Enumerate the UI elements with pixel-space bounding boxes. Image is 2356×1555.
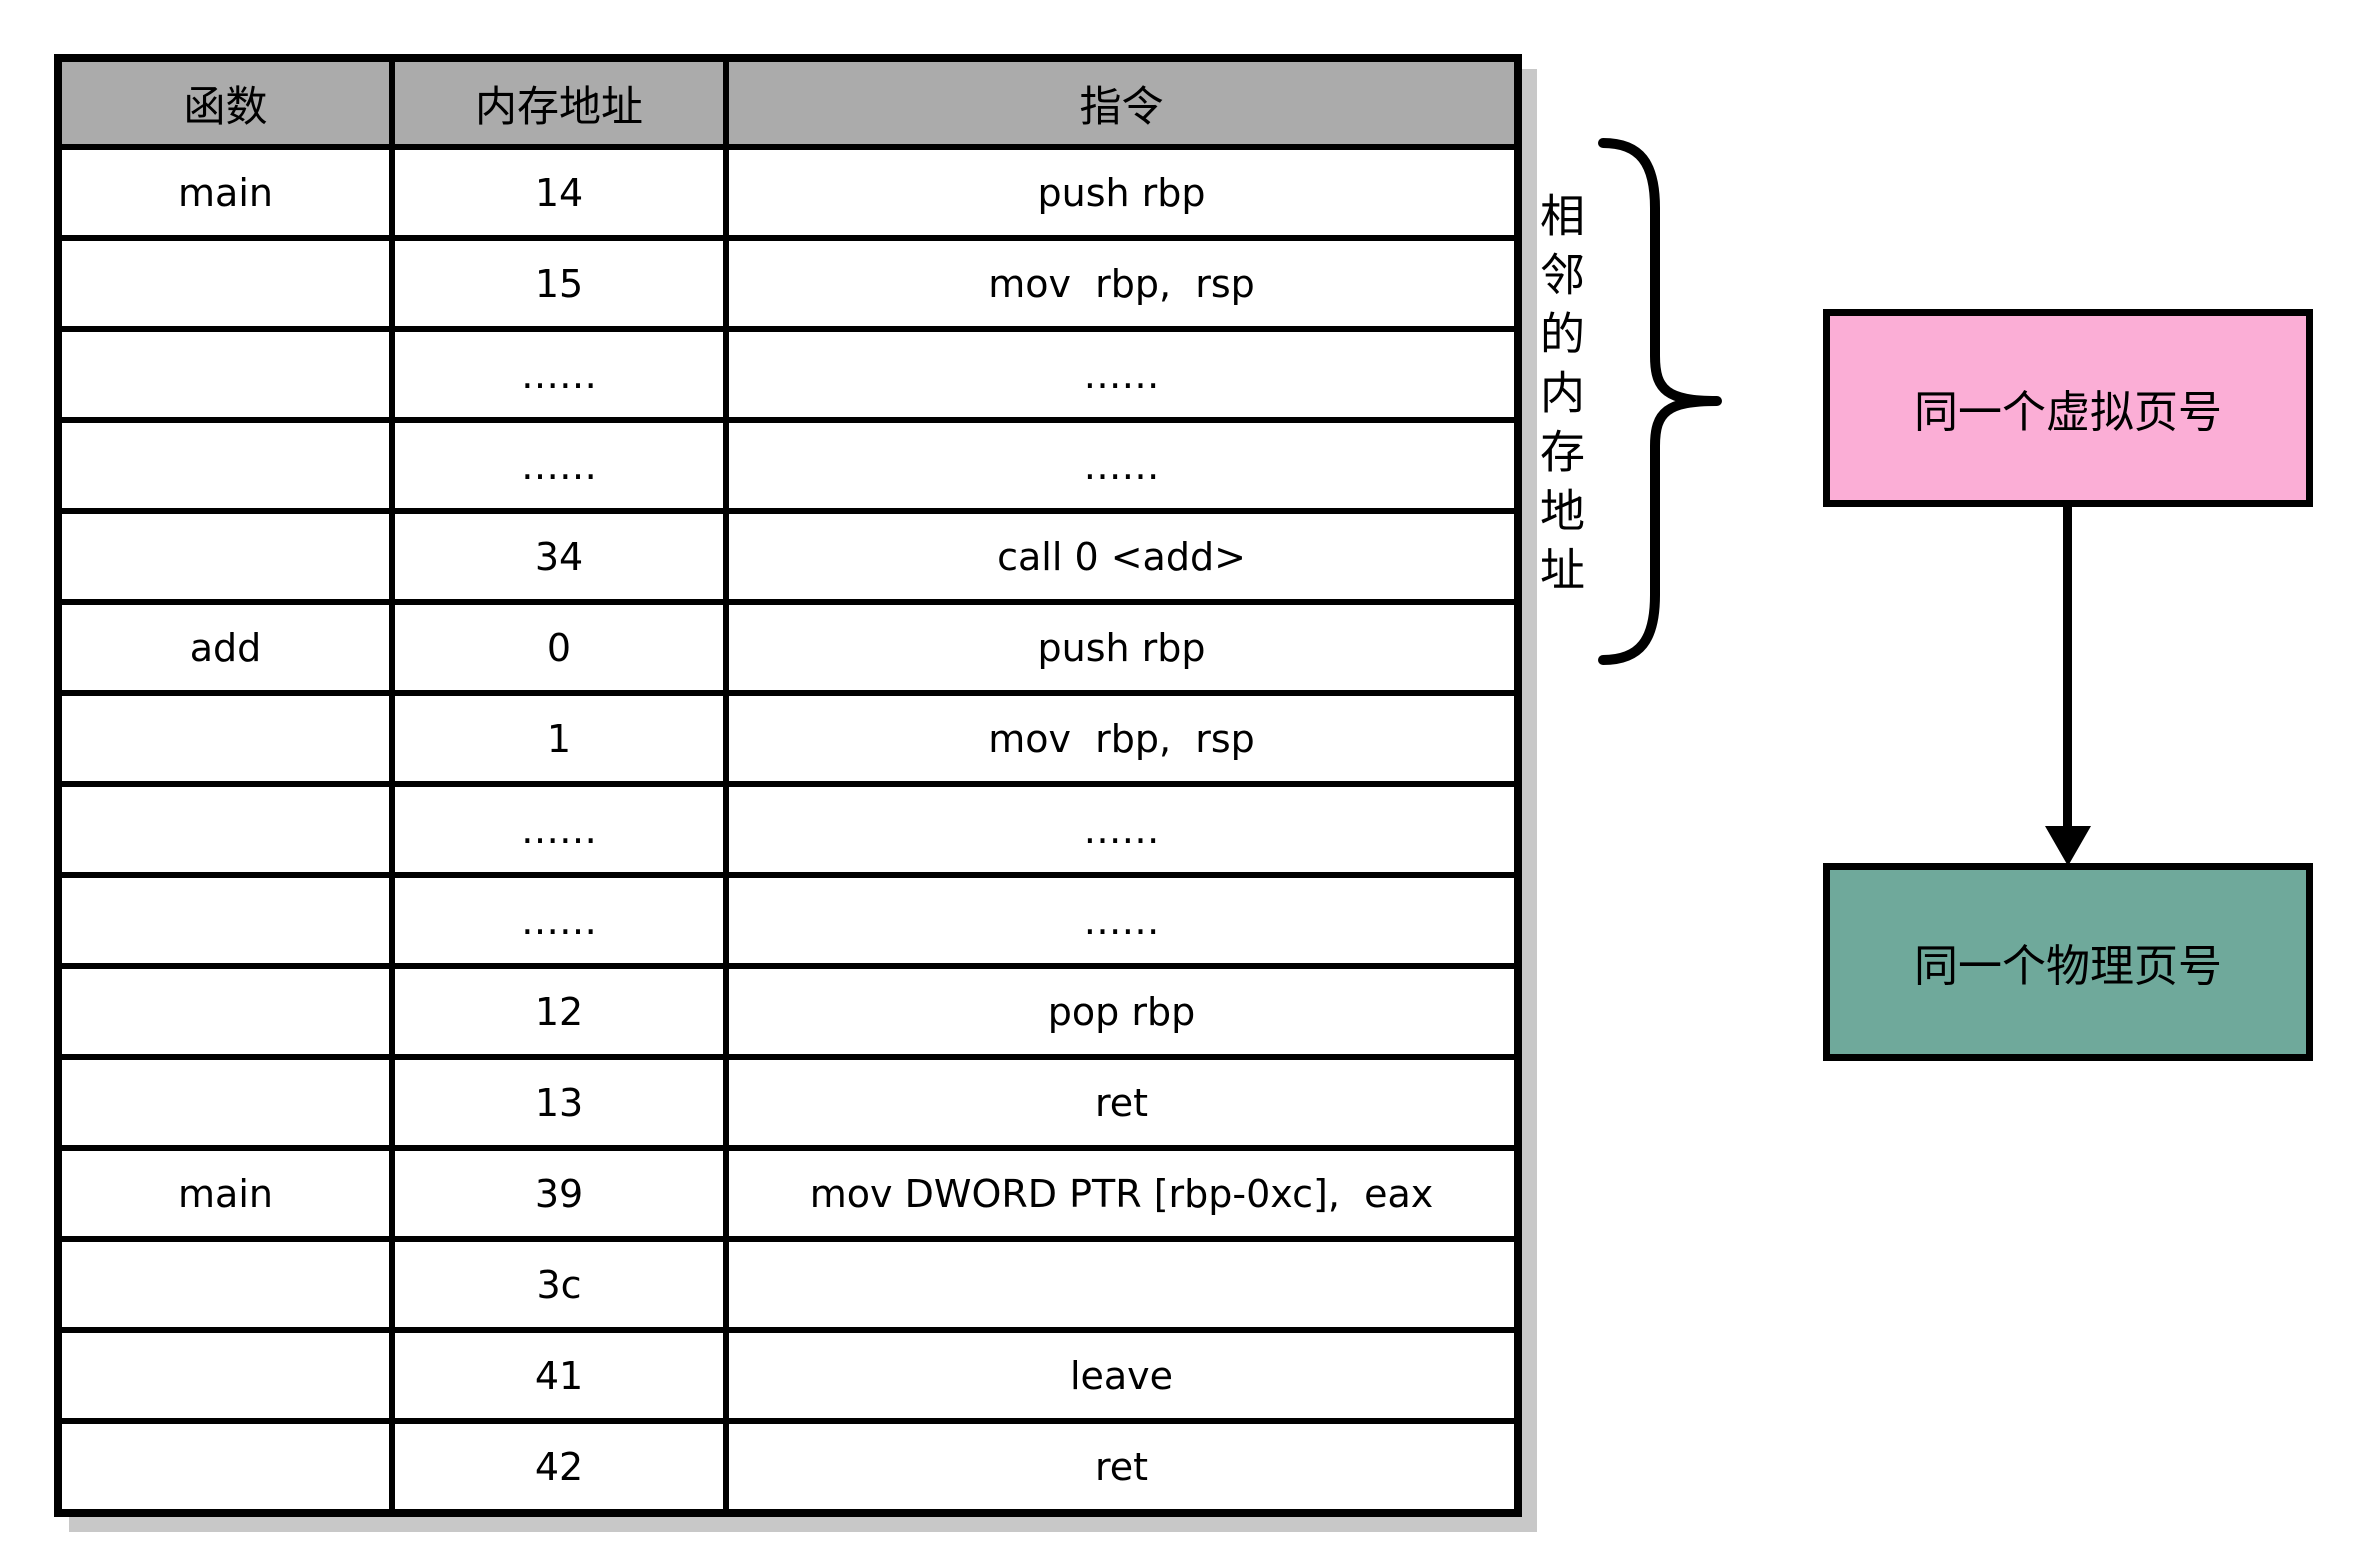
mapping-arrow [2063,505,2072,831]
cell-address: 3c [389,1236,729,1333]
virtual-page-box: 同一个虚拟页号 [1823,309,2313,507]
cell-instruction [723,1236,1521,1333]
table-row: ………… [55,872,1521,969]
cell-address: 14 [389,144,729,241]
header-memory-address: 内存地址 [389,55,729,150]
cell-address: 39 [389,1145,729,1242]
cell-address: …… [389,872,729,969]
cell-instruction: …… [723,872,1521,969]
cell-function [55,1418,395,1516]
table-row: 3c [55,1236,1521,1333]
cell-function [55,1054,395,1151]
cell-function [55,781,395,878]
cell-instruction: …… [723,326,1521,423]
cell-instruction: mov rbp, rsp [723,690,1521,787]
arrow-head-icon [2045,826,2091,866]
header-row: 函数 内存地址 指令 [55,55,1521,150]
cell-function [55,417,395,514]
cell-instruction: pop rbp [723,963,1521,1060]
table-row: ………… [55,781,1521,878]
cell-function: main [55,144,395,241]
cell-address: 34 [389,508,729,605]
cell-instruction: ret [723,1418,1521,1516]
cell-instruction: leave [723,1327,1521,1424]
cell-function [55,872,395,969]
cell-address: 0 [389,599,729,696]
table-row: ………… [55,417,1521,514]
cell-address: 12 [389,963,729,1060]
header-instruction: 指令 [723,55,1521,150]
table-row: ………… [55,326,1521,423]
cell-function [55,326,395,423]
physical-page-label: 同一个物理页号 [1914,941,2222,992]
cell-address: …… [389,326,729,423]
cell-instruction: mov DWORD PTR [rbp-0xc], eax [723,1145,1521,1242]
cell-address: …… [389,781,729,878]
cell-address: …… [389,417,729,514]
cell-function [55,1327,395,1424]
cell-address: 1 [389,690,729,787]
cell-function [55,235,395,332]
cell-instruction: ret [723,1054,1521,1151]
cell-function [55,508,395,605]
brace-label: 相邻的内存地址 [1532,192,1585,605]
header-function: 函数 [55,55,395,150]
cell-function: add [55,599,395,696]
cell-address: 41 [389,1327,729,1424]
curly-brace-icon [1598,138,1722,665]
cell-instruction: push rbp [723,144,1521,241]
cell-instruction: call 0 <add> [723,508,1521,605]
cell-function: main [55,1145,395,1242]
cell-function [55,1236,395,1333]
cell-address: 15 [389,235,729,332]
cell-instruction: …… [723,781,1521,878]
virtual-page-label: 同一个虚拟页号 [1914,387,2222,438]
physical-page-box: 同一个物理页号 [1823,863,2313,1061]
cell-function [55,963,395,1060]
cell-instruction: push rbp [723,599,1521,696]
cell-address: 13 [389,1054,729,1151]
cell-instruction: mov rbp, rsp [723,235,1521,332]
cell-address: 42 [389,1418,729,1516]
cell-instruction: …… [723,417,1521,514]
cell-function [55,690,395,787]
